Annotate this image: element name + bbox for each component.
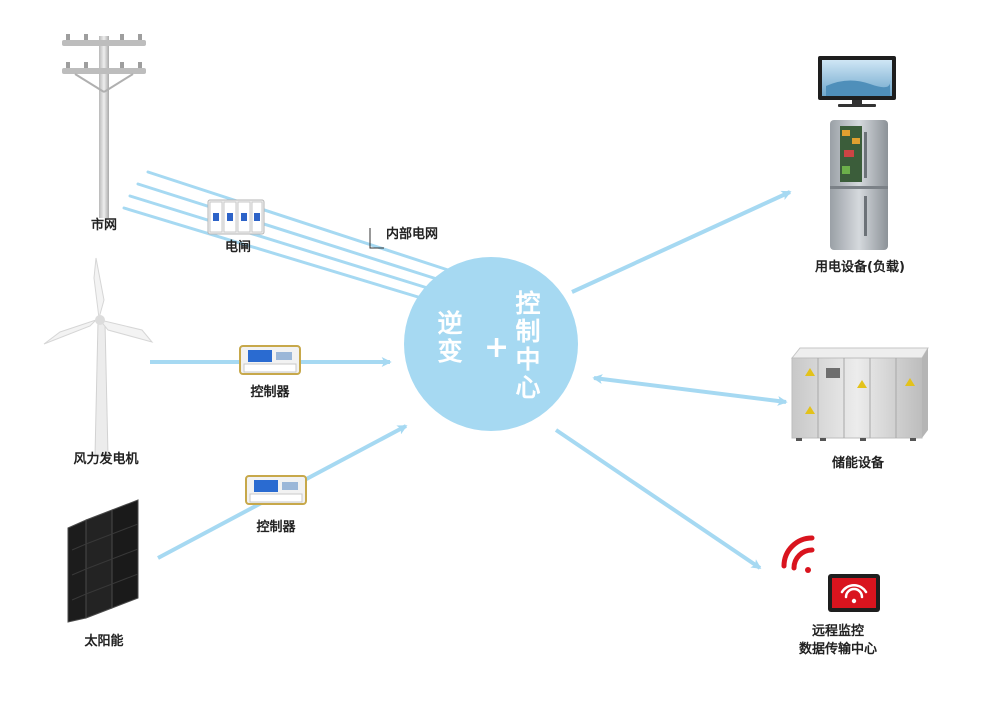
remote-label-line1: 远程监控 <box>811 624 865 639</box>
internal-grid-label: 内部电网 <box>386 227 439 242</box>
remote-label-line2: 数据传输中心 <box>798 642 878 657</box>
hub-char: 变 <box>437 337 463 366</box>
wind-controller-label: 控制器 <box>250 385 290 400</box>
storage-label: 储能设备 <box>831 456 885 471</box>
hub-control-center-text: 控 制 中 心 <box>514 290 542 402</box>
solar-controller-icon <box>245 475 307 505</box>
storage-arrow <box>592 374 788 406</box>
solar-panels-icon <box>67 499 139 623</box>
hub-char: 心 <box>515 373 541 402</box>
remote-monitor-icon <box>828 574 880 612</box>
wifi-signal-icon <box>781 535 815 573</box>
wind-controller-icon <box>239 345 301 375</box>
wind-turbine-label: 风力发电机 <box>73 452 139 467</box>
hub-circle <box>404 257 578 431</box>
load-label: 用电设备(负载) <box>815 260 905 275</box>
hub-char: 中 <box>515 345 541 374</box>
utility-pole-icon <box>62 34 146 218</box>
hub-char: 制 <box>515 317 541 346</box>
remote-arrow <box>554 428 762 570</box>
breaker-label: 电闸 <box>224 240 252 255</box>
grid-power-lines <box>122 170 450 302</box>
tv-icon <box>818 56 896 107</box>
solar-label: 太阳能 <box>84 634 124 649</box>
load-arrow <box>571 190 792 294</box>
refrigerator-icon <box>830 120 888 250</box>
hub-plus: + <box>484 330 510 365</box>
hub-inverter-text: 逆 变 <box>436 310 464 366</box>
hub-char: 逆 <box>437 309 463 338</box>
grid-label: 市网 <box>90 218 118 233</box>
hub-char: 控 <box>515 289 541 318</box>
internal-grid-pointer <box>369 228 384 249</box>
circuit-breaker-icon <box>207 199 265 235</box>
storage-cabinet-icon <box>790 347 929 441</box>
wind-turbine-icon <box>43 257 154 457</box>
solar-controller-label: 控制器 <box>256 520 296 535</box>
